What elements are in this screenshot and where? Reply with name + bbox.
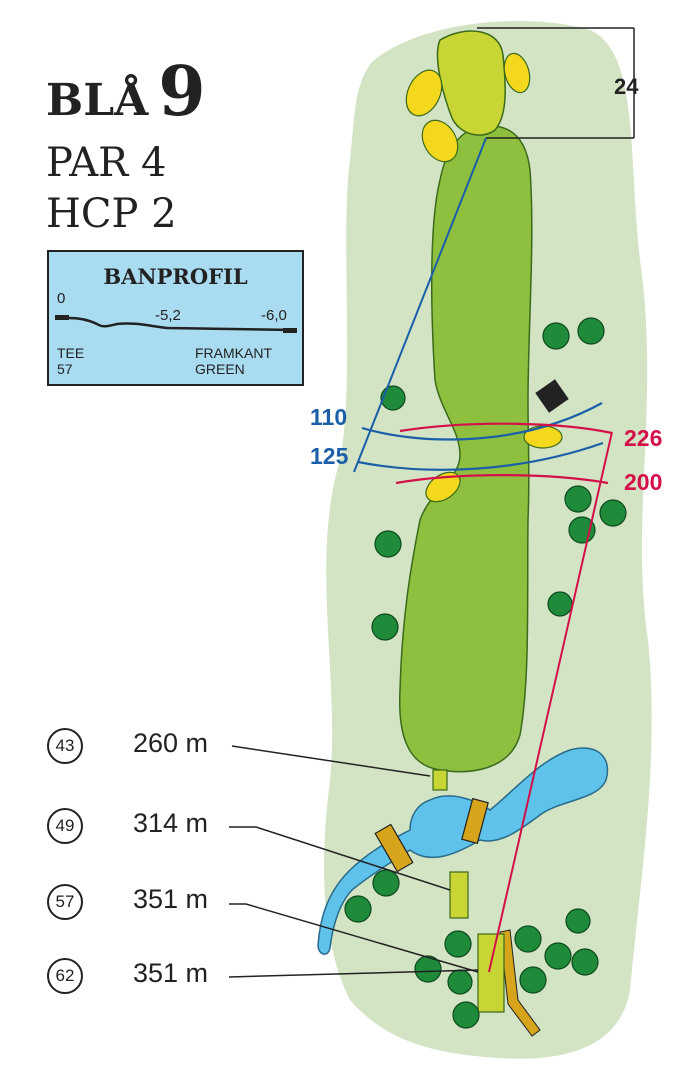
course-profile: BANPROFIL 0 -5,2 -6,0 TEE 57 FRAMKANT GR… bbox=[47, 250, 304, 386]
slope-badge: 57 bbox=[47, 884, 83, 920]
tee-leaders bbox=[228, 745, 479, 978]
elevation-line bbox=[55, 315, 297, 333]
slope-badge: 43 bbox=[47, 728, 83, 764]
bunker bbox=[405, 69, 443, 117]
layup-200-label: 200 bbox=[624, 469, 663, 495]
aim-line-red bbox=[488, 431, 613, 973]
bunker bbox=[523, 425, 563, 449]
building bbox=[535, 379, 569, 413]
tee-distance: 260 m bbox=[133, 728, 209, 758]
tee-distance: 351 m bbox=[133, 958, 209, 988]
slope-badge: 49 bbox=[47, 808, 83, 844]
profile-start-value: 0 bbox=[57, 290, 66, 307]
layup-110-label: 110 bbox=[310, 404, 348, 430]
yardage-arc-226 bbox=[399, 422, 613, 435]
tee-distance: 314 m bbox=[133, 808, 209, 838]
hole-number: 9 bbox=[158, 52, 206, 132]
layup-125-label: 125 bbox=[310, 443, 349, 469]
tee-box bbox=[432, 769, 448, 791]
tee-distance: 351 m bbox=[133, 884, 209, 914]
profile-title: BANPROFIL bbox=[103, 264, 248, 289]
tee-color-label: BLÅ bbox=[46, 75, 149, 126]
hcp-label: HCP 2 bbox=[46, 191, 177, 237]
fairway bbox=[398, 125, 533, 773]
trees bbox=[344, 317, 627, 1029]
tee-box bbox=[449, 871, 469, 919]
tee-box bbox=[477, 933, 505, 1013]
cart-path bbox=[499, 929, 541, 1037]
putting-green bbox=[436, 30, 506, 136]
aim-line-blue bbox=[353, 137, 487, 473]
bunker bbox=[503, 52, 531, 94]
bridge bbox=[461, 797, 489, 845]
slope-badge: 62 bbox=[47, 958, 83, 994]
yardage-arc-200 bbox=[395, 474, 609, 485]
profile-end-value: -6,0 bbox=[261, 307, 287, 324]
layup-226-label: 226 bbox=[624, 425, 663, 451]
yardage-arc-110 bbox=[361, 402, 603, 441]
bunker bbox=[421, 119, 459, 163]
green-depth-value: 24 bbox=[614, 74, 639, 99]
bridge bbox=[374, 823, 414, 873]
par-label: PAR 4 bbox=[46, 140, 167, 186]
profile-green-label: FRAMKANT GREEN bbox=[195, 345, 272, 377]
water-hazard bbox=[317, 747, 609, 955]
profile-tee-label: TEE 57 bbox=[57, 345, 85, 377]
yardage-arc-125 bbox=[357, 441, 604, 471]
profile-mid-value: -5,2 bbox=[155, 307, 181, 324]
